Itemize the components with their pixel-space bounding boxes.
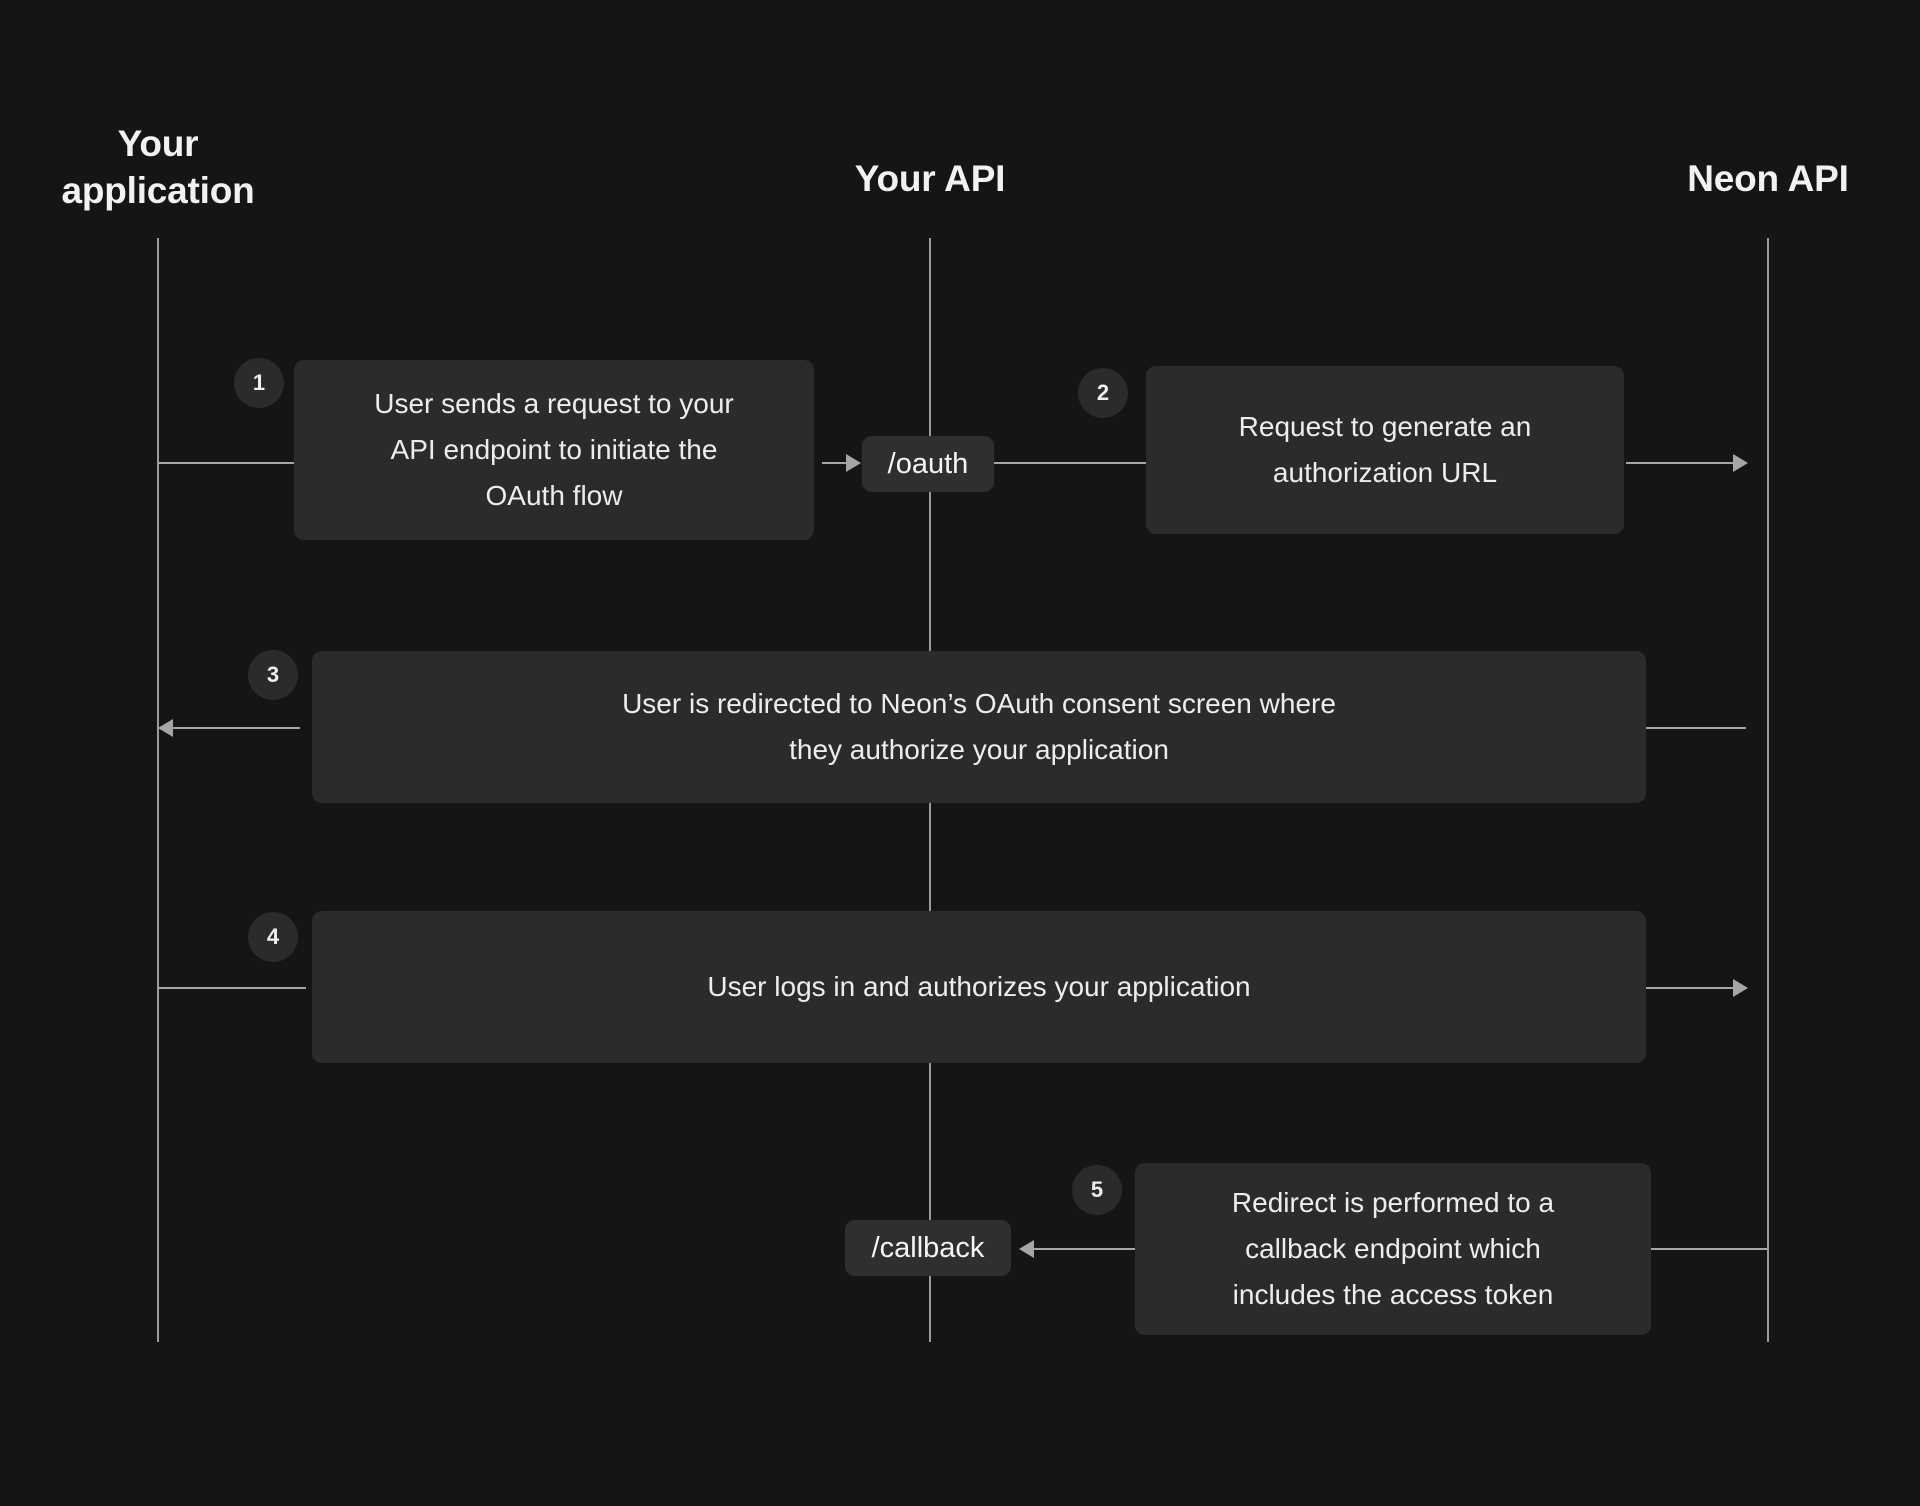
step-2-arrow-line — [1626, 462, 1736, 464]
participant-header-neon-api: Neon API — [1687, 158, 1849, 199]
step-3-message-box: User is redirected to Neon’s OAuth conse… — [312, 651, 1646, 803]
step-4-arrowhead — [1733, 979, 1748, 997]
step-3-message-text: User is redirected to Neon’s OAuth conse… — [622, 688, 1336, 765]
step-5-message-box: Redirect is performed to a callback endp… — [1135, 1163, 1651, 1335]
step-4-arrow-line — [1646, 987, 1736, 989]
step-4-message-text: User logs in and authorizes your applica… — [707, 971, 1251, 1002]
step-2-connector-line — [994, 462, 1146, 464]
step-badge-5: 5 — [1072, 1165, 1122, 1215]
oauth-endpoint-pill[interactable]: /oauth — [862, 436, 994, 492]
callback-endpoint-pill[interactable]: /callback — [845, 1220, 1011, 1276]
lifeline-your-application — [157, 238, 159, 1342]
step-1-arrowhead — [846, 454, 861, 472]
step-badge-3: 3 — [248, 650, 298, 700]
step-badge-2: 2 — [1078, 368, 1128, 418]
step-4-connector-line — [158, 987, 306, 989]
step-2-message-text: Request to generate an authorization URL — [1238, 411, 1532, 488]
step-1-message-text: User sends a request to your API endpoin… — [374, 388, 734, 511]
lifeline-neon-api — [1767, 238, 1769, 1342]
step-badge-1: 1 — [234, 358, 284, 408]
step-5-arrowhead — [1019, 1240, 1034, 1258]
step-3-connector-line — [1646, 727, 1746, 729]
step-3-arrow-line — [170, 727, 300, 729]
step-3-arrowhead — [158, 719, 173, 737]
step-5-connector-line — [1651, 1248, 1767, 1250]
step-1-message-box: User sends a request to your API endpoin… — [294, 360, 814, 540]
step-2-message-box: Request to generate an authorization URL — [1146, 366, 1624, 534]
step-5-message-text: Redirect is performed to a callback endp… — [1231, 1187, 1555, 1310]
step-4-message-box: User logs in and authorizes your applica… — [312, 911, 1646, 1063]
participant-header-your-application: Your application — [61, 123, 255, 211]
participant-header-your-api: Your API — [854, 158, 1006, 199]
step-2-arrowhead — [1733, 454, 1748, 472]
step-1-arrow-line — [822, 462, 850, 464]
step-badge-4: 4 — [248, 912, 298, 962]
step-5-arrow-line — [1031, 1248, 1137, 1250]
step-1-connector-line — [158, 462, 296, 464]
